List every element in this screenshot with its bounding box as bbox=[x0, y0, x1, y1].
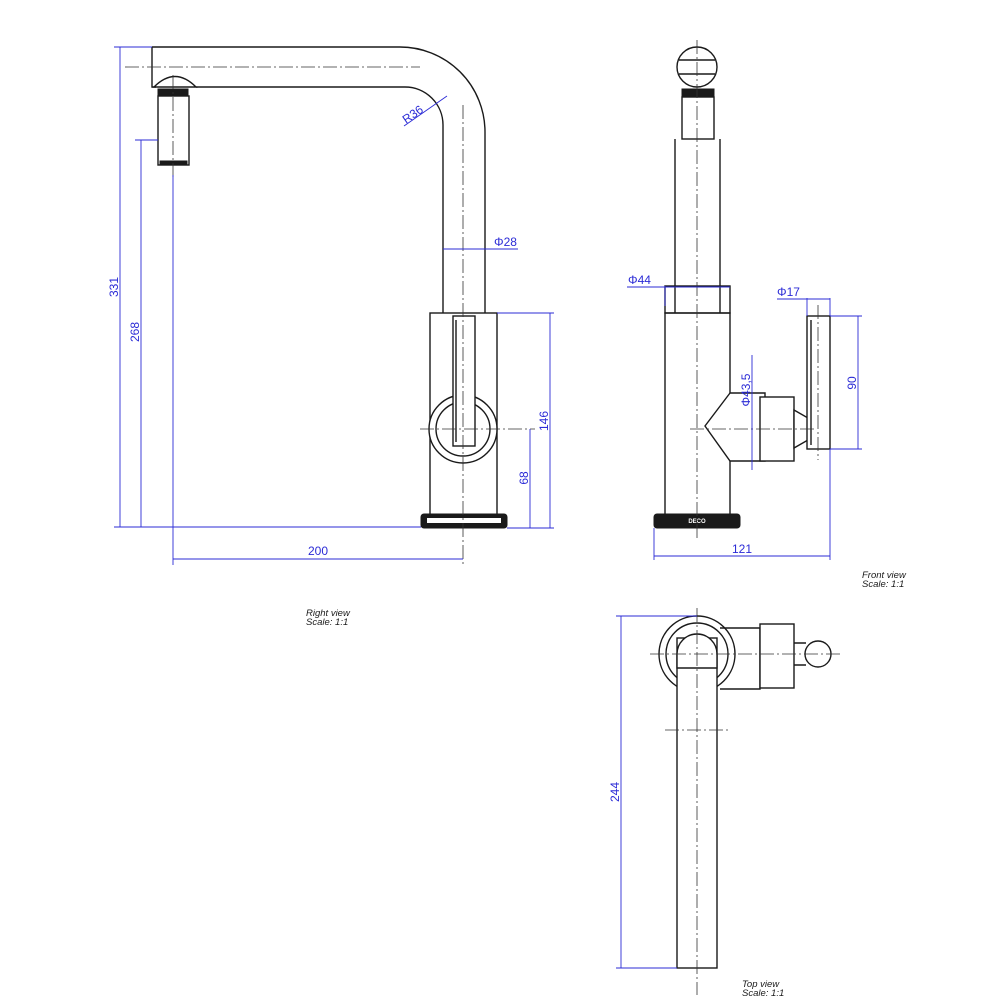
dimension-height-total: 331 bbox=[107, 46, 421, 528]
front-aerator-outlet bbox=[681, 96, 715, 140]
top-hub-stem bbox=[794, 642, 806, 666]
dimension-lever-height: 90 bbox=[830, 315, 862, 450]
top-view: 244 Top view Scale: 1:1 bbox=[608, 608, 840, 999]
front-view-caption: Front view Scale: 1:1 bbox=[862, 570, 907, 590]
lever-handle bbox=[452, 315, 476, 447]
dimension-hub-diameter: Φ43,5 bbox=[739, 355, 753, 470]
height-outlet-label: 268 bbox=[128, 322, 142, 342]
aerator-tip bbox=[159, 160, 188, 166]
spout-diameter-label: Φ28 bbox=[494, 235, 517, 249]
tap-base-highlight bbox=[427, 518, 501, 523]
depth-label: 244 bbox=[608, 782, 622, 802]
dimension-body-diameter: Φ44 bbox=[627, 273, 730, 306]
front-view-caption-name: Front view bbox=[862, 570, 907, 581]
spout-reach-label: 200 bbox=[308, 544, 328, 558]
top-view-caption-name: Top view bbox=[742, 979, 780, 990]
front-neck bbox=[674, 139, 721, 313]
body-diameter-label: Φ44 bbox=[628, 273, 651, 287]
top-hub-neck bbox=[720, 627, 761, 690]
front-aerator-ring bbox=[681, 88, 715, 98]
dimension-spout-diameter: Φ28 bbox=[443, 235, 518, 250]
dimension-body-height: 146 bbox=[497, 312, 554, 529]
top-view-caption-scale: Scale: 1:1 bbox=[742, 988, 784, 999]
bend-radius-label: R36 bbox=[400, 102, 426, 126]
top-hub-cylinder bbox=[759, 623, 795, 689]
front-lever-handle bbox=[806, 315, 831, 450]
body-height-label: 146 bbox=[537, 411, 551, 431]
right-view-caption-name: Right view bbox=[306, 608, 351, 619]
top-view-caption: Top view Scale: 1:1 bbox=[742, 979, 784, 999]
lever-height-label: 90 bbox=[845, 376, 859, 390]
overall-width-label: 121 bbox=[732, 542, 752, 556]
height-total-label: 331 bbox=[107, 277, 121, 297]
front-view-caption-scale: Scale: 1:1 bbox=[862, 579, 904, 590]
dimension-spout-reach: 200 bbox=[172, 175, 463, 565]
dimension-lever-axis: 68 bbox=[517, 429, 531, 528]
brand-mark: DECO bbox=[688, 519, 706, 525]
front-hub-cone bbox=[704, 392, 766, 462]
front-view: DECO Φ44 Φ17 90 Φ43,5 bbox=[627, 40, 907, 590]
dimension-lever-diameter: Φ17 bbox=[777, 285, 831, 316]
right-view-caption: Right view Scale: 1:1 bbox=[306, 608, 351, 628]
aerator-cap bbox=[152, 75, 198, 88]
lever-axis-label: 68 bbox=[517, 471, 531, 485]
dimension-depth: 244 bbox=[608, 615, 697, 969]
right-view: 331 268 200 146 68 Φ28 bbox=[107, 46, 554, 628]
hub-diameter-label: Φ43,5 bbox=[739, 373, 753, 406]
dimension-overall-width: 121 bbox=[653, 449, 831, 560]
dimension-height-outlet: 268 bbox=[128, 139, 158, 527]
right-view-caption-scale: Scale: 1:1 bbox=[306, 617, 348, 628]
spout-outline bbox=[151, 46, 486, 313]
lever-diameter-label: Φ17 bbox=[777, 285, 800, 299]
aerator-outlet bbox=[157, 95, 190, 166]
